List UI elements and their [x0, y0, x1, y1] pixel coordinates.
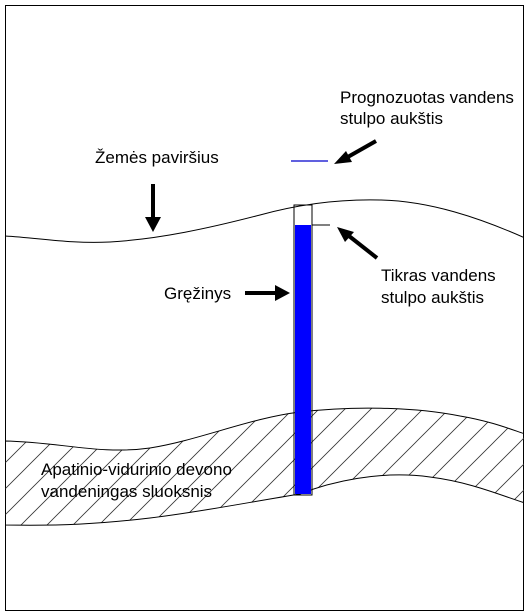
predicted-level-label-2: stulpo aukštis — [340, 109, 443, 128]
ground-surface-line — [5, 199, 524, 243]
borehole-label: Gręžinys — [164, 284, 231, 303]
diagram-border — [5, 5, 524, 611]
actual-level-arrow-icon — [337, 227, 379, 260]
actual-level-label-1: Tikras vandens — [381, 266, 496, 285]
ground-surface-arrow-icon — [145, 184, 161, 232]
borehole-water-column — [295, 225, 311, 494]
predicted-level-arrow-icon — [334, 139, 377, 164]
aquifer-label-1: Apatinio-vidurinio devono — [41, 460, 232, 479]
ground-surface-label: Žemės paviršius — [95, 148, 219, 167]
aquifer-layer — [5, 407, 524, 526]
predicted-level-label-1: Prognozuotas vandens — [340, 88, 514, 107]
borehole-casing — [293, 204, 313, 496]
aquifer-label-2: vandeningas sluoksnis — [41, 482, 212, 501]
actual-level-label-2: stulpo aukštis — [381, 288, 484, 307]
borehole-arrow-icon — [245, 285, 290, 301]
